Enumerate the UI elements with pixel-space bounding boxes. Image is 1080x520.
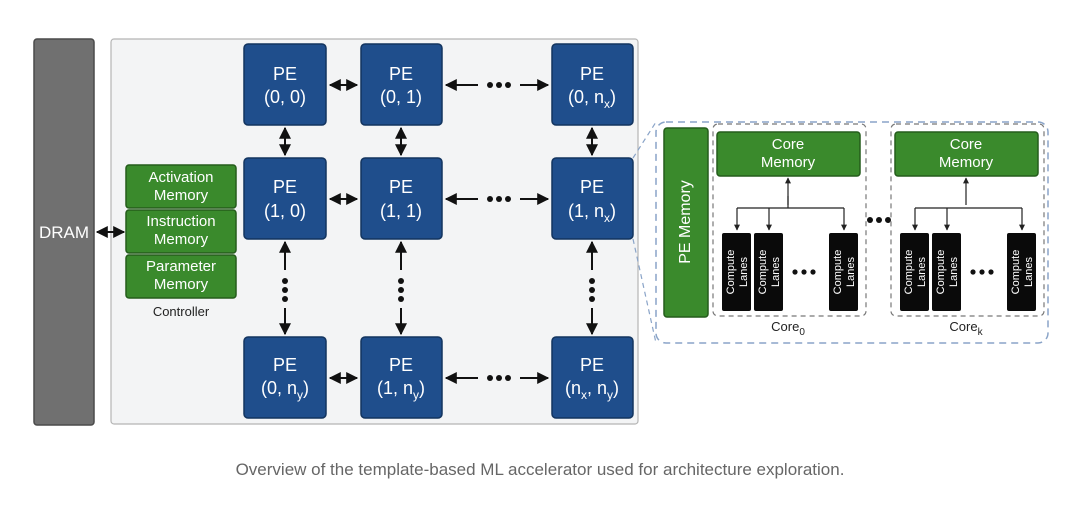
pe-1-0-coord: (1, 0) [264,201,306,221]
parameter-memory-box [125,254,237,299]
pe-1-ny-coord: (1, ny) [377,378,425,402]
h-ellipsis [487,375,511,381]
pe-0-0-box [243,43,327,126]
pe-1-1-title: PE [389,177,413,197]
parameter-memory-label-line2: Memory [154,276,209,293]
activation-memory-label-line2: Memory [154,187,209,204]
dram-block [33,38,95,426]
pe-0-1-box [360,43,443,126]
v-ellipsis [282,278,288,302]
cores-ellipsis [867,217,891,223]
core-k: Core Memory ComputeLanes ComputeLanes Co… [890,123,1045,338]
pe-1-1-coord: (1, 1) [380,201,422,221]
activation-memory-box [125,164,237,209]
pe-grid: PE (0, 0) PE (0, 1) PE (0, nx) PE (1, 0)… [243,43,634,419]
core-k-memory-line1: Core [950,136,983,153]
pe-0-1-coord: (0, 1) [380,87,422,107]
pe-nx-ny-coord: (nx, ny) [565,378,619,402]
core-0-label: Core0 [771,319,805,338]
compute-lanes-label: ComputeLanes [725,250,750,295]
pe-horizontal-links [328,79,550,384]
instruction-memory-box [125,209,237,254]
core-0-memory-line1: Core [772,136,805,153]
pe-1-0-title: PE [273,177,297,197]
zoom-line-top [632,121,657,159]
core-k-label: Corek [949,319,983,338]
compute-lanes-box [1007,233,1036,311]
compute-lanes-label: ComputeLanes [935,250,960,295]
pe-nx-ny-title: PE [580,355,604,375]
pe-0-nx-coord: (0, nx) [568,87,616,111]
h-ellipsis [487,82,511,88]
figure-caption: Overview of the template-based ML accele… [235,460,845,479]
pe-vertical-links [279,126,598,336]
pe-0-0-title: PE [273,64,297,84]
pe-1-nx-title: PE [580,177,604,197]
controller-label: Controller [153,304,210,319]
compute-lanes-box [722,233,751,311]
compute-lanes-box [754,233,783,311]
pe-0-nx-title: PE [580,64,604,84]
pe-0-0-coord: (0, 0) [264,87,306,107]
pe-0-ny-coord: (0, ny) [261,378,309,402]
instruction-memory-label-line2: Memory [154,231,209,248]
compute-lanes-label: ComputeLanes [832,250,857,295]
core-k-memory-box [894,131,1039,177]
pe-1-nx-coord: (1, nx) [568,201,616,225]
v-ellipsis [398,278,404,302]
compute-lanes-label: ComputeLanes [903,250,928,295]
compute-lanes-box [829,233,858,311]
compute-lanes-label: ComputeLanes [757,250,782,295]
pe-0-nx-box [551,43,634,126]
pe-memory-label: PE Memory [677,180,694,264]
pe-memory-box [663,127,709,318]
pe-1-0-box [243,157,327,240]
dram-label: DRAM [39,223,89,242]
compute-lanes-box [900,233,929,311]
pe-nx-ny-box [551,336,634,419]
h-ellipsis [487,196,511,202]
lanes-ellipsis [792,269,816,275]
lanes-ellipsis [970,269,994,275]
instruction-memory-label-line1: Instruction [146,213,215,230]
pe-0-ny-box [243,336,327,419]
compute-lanes-label: ComputeLanes [1010,250,1035,295]
pe-0-1-title: PE [389,64,413,84]
core-0-memory-box [716,131,861,177]
pe-0-ny-title: PE [273,355,297,375]
core-k-memory-line2: Memory [939,154,994,171]
core-0: Core Memory ComputeLanes ComputeLanes Co… [712,123,867,338]
pe-1-ny-title: PE [389,355,413,375]
activation-memory-label-line1: Activation [148,169,213,186]
pe-1-1-box [360,157,443,240]
v-ellipsis [589,278,595,302]
pe-1-ny-box [360,336,443,419]
controller: Activation Memory Instruction Memory Par… [125,164,237,319]
pe-1-nx-box [551,157,634,240]
core-0-memory-line2: Memory [761,154,816,171]
parameter-memory-label-line1: Parameter [146,258,216,275]
compute-lanes-box [932,233,961,311]
